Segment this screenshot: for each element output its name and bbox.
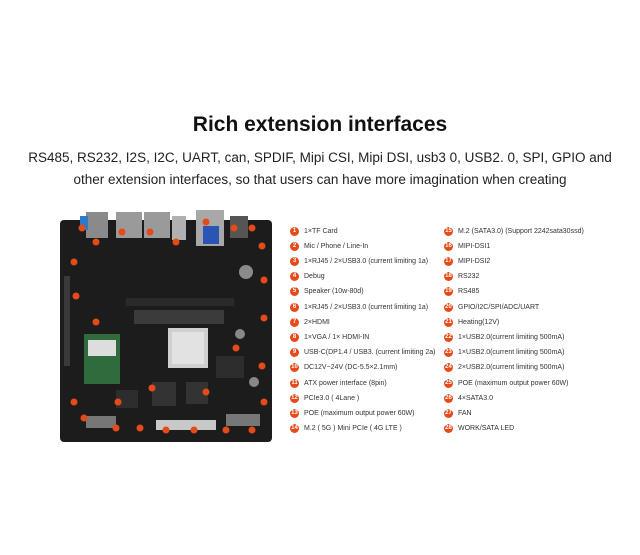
legend-number-badge: 13 <box>290 408 299 418</box>
legend-label: 1×USB2.0(current limiting 500mA) <box>458 333 565 341</box>
legend-item: 14 M.2 ( 5G ) Mini PCIe ( 4G LTE ) <box>290 422 402 436</box>
legend-item: 26 4×SATA3.0 <box>444 391 493 405</box>
legend-item: 19 RS485 <box>444 285 479 299</box>
legend-item: 20 GPIO/I2C/SPI/ADC/UART <box>444 300 539 314</box>
legend-number-badge: 1 <box>290 226 299 236</box>
legend-label: RS485 <box>458 288 480 296</box>
legend-number-badge: 16 <box>444 241 453 251</box>
legend-label: 1×VGA / 1× HDMI-IN <box>304 333 370 341</box>
io-audio <box>80 216 88 230</box>
pcie-slot <box>134 310 224 324</box>
legend-item: 21 Heating(12V) <box>444 315 499 329</box>
legend-label: Speaker (10w-80d) <box>304 288 364 296</box>
io-rj45-1 <box>86 212 108 238</box>
legend-number-badge: 8 <box>290 332 299 342</box>
legend-number-badge: 25 <box>444 378 453 388</box>
legend-item: 1 1×TF Card <box>290 224 338 238</box>
legend-item: 7 2×HDMI <box>290 315 330 329</box>
legend-label: M.2 (SATA3.0) (Support 2242sata30ssd) <box>458 227 584 235</box>
legend-number-badge: 14 <box>290 424 299 434</box>
legend-item: 10 DC12V~24V (DC-5.5×2.1mm) <box>290 361 397 375</box>
legend-label: WORK/SATA LED <box>458 425 515 433</box>
legend-number-badge: 17 <box>444 256 453 266</box>
legend-label: Debug <box>304 273 325 281</box>
legend-number-badge: 3 <box>290 256 299 266</box>
legend-label: FAN <box>458 409 472 417</box>
legend-number-badge: 22 <box>444 332 453 342</box>
legend-label: GPIO/I2C/SPI/ADC/UART <box>458 303 540 311</box>
legend-item: 24 2×USB2.0(current limiting 500mA) <box>444 361 564 375</box>
legend-label: M.2 ( 5G ) Mini PCIe ( 4G LTE ) <box>304 425 402 433</box>
legend-number-badge: 23 <box>444 348 453 358</box>
legend-item: 8 1×VGA / 1× HDMI-IN <box>290 330 369 344</box>
edge-connector <box>64 276 70 366</box>
legend-number-badge: 26 <box>444 393 453 403</box>
legend-number-badge: 21 <box>444 317 453 327</box>
legend-number-badge: 6 <box>290 302 299 312</box>
legend-item: 9 USB-C(DP1.4 / USB3. (current limiting 2… <box>290 346 435 360</box>
legend-number-badge: 24 <box>444 363 453 373</box>
legend-item: 25 POE (maximum output power 60W) <box>444 376 568 390</box>
io-hdmi <box>230 216 248 238</box>
legend-item: 18 RS232 <box>444 270 479 284</box>
legend-label: MIPI-DSI2 <box>458 257 491 265</box>
legend-number-badge: 10 <box>290 363 299 373</box>
io-vga-blue <box>203 226 219 244</box>
legend-item: 3 1×RJ45 / 2×USB3.0 (current limiting 1a) <box>290 254 428 268</box>
legend-item: 22 1×USB2.0(current limiting 500mA) <box>444 330 564 344</box>
page-title: Rich extension interfaces <box>192 113 448 136</box>
legend-label: 1×RJ45 / 2×USB3.0 (current limiting 1a) <box>304 257 429 265</box>
board-pcb <box>60 220 272 442</box>
legend-label: MIPI-DSI1 <box>458 242 491 250</box>
legend-number-badge: 12 <box>290 393 299 403</box>
legend-item: 23 1×USB2.0(current limiting 500mA) <box>444 346 564 360</box>
legend-number-badge: 9 <box>290 348 299 358</box>
legend-label: 1×TF Card <box>304 227 338 235</box>
legend-label: Mic / Phone / Line-In <box>304 242 369 250</box>
legend-label: POE (maximum output power 60W) <box>458 379 569 387</box>
legend-number-badge: 19 <box>444 287 453 297</box>
legend-label: 2×USB2.0(current limiting 500mA) <box>458 364 565 372</box>
legend-number-badge: 5 <box>290 287 299 297</box>
legend-number-badge: 7 <box>290 317 299 327</box>
io-usb <box>172 216 186 240</box>
legend-item: 15 M.2 (SATA3.0) (Support 2242sata30ssd) <box>444 224 584 238</box>
legend-label: 1×USB2.0(current limiting 500mA) <box>458 349 565 357</box>
legend-label: 4×SATA3.0 <box>458 394 493 402</box>
legend-item: 11 ATX power interface (8pin) <box>290 376 387 390</box>
legend-number-badge: 28 <box>444 424 453 434</box>
legend-label: DC12V~24V (DC-5.5×2.1mm) <box>304 364 398 372</box>
legend-item: 27 FAN <box>444 406 472 420</box>
legend-number-badge: 20 <box>444 302 453 312</box>
legend-label: RS232 <box>458 273 480 281</box>
legend-item: 2 Mic / Phone / Line-In <box>290 239 368 253</box>
legend-number-badge: 27 <box>444 408 453 418</box>
legend-item: 17 MIPI-DSI2 <box>444 254 490 268</box>
sata-connector <box>156 420 216 430</box>
legend-number-badge: 4 <box>290 272 299 282</box>
motherboard-illustration <box>60 210 272 442</box>
legend-label: 2×HDMI <box>304 318 330 326</box>
legend-label: POE (maximum output power 60W) <box>304 409 415 417</box>
legend-item: 13 POE (maximum output power 60W) <box>290 406 414 420</box>
legend-item: 28 WORK/SATA LED <box>444 422 514 436</box>
legend-item: 5 Speaker (10w-80d) <box>290 285 364 299</box>
legend-item: 4 Debug <box>290 270 325 284</box>
legend-label: Heating(12V) <box>458 318 500 326</box>
legend-label: 1×RJ45 / 2×USB3.0 (current limiting 1a) <box>304 303 429 311</box>
legend-label: ATX power interface (8pin) <box>304 379 387 387</box>
page-subtitle: RS485, RS232, I2S, I2C, UART, can, SPDIF… <box>28 150 612 187</box>
legend-number-badge: 18 <box>444 272 453 282</box>
legend-item: 6 1×RJ45 / 2×USB3.0 (current limiting 1a) <box>290 300 428 314</box>
legend-label: PCIe3.0 ( 4Lane ) <box>304 394 360 402</box>
legend-number-badge: 2 <box>290 241 299 251</box>
legend-number-badge: 11 <box>290 378 299 388</box>
legend-item: 12 PCIe3.0 ( 4Lane ) <box>290 391 359 405</box>
legend-number-badge: 15 <box>444 226 453 236</box>
legend-label: USB-C(DP1.4 / USB3. (current limiting 2a… <box>304 349 436 357</box>
board-image <box>56 206 278 444</box>
legend-item: 16 MIPI-DSI1 <box>444 239 490 253</box>
